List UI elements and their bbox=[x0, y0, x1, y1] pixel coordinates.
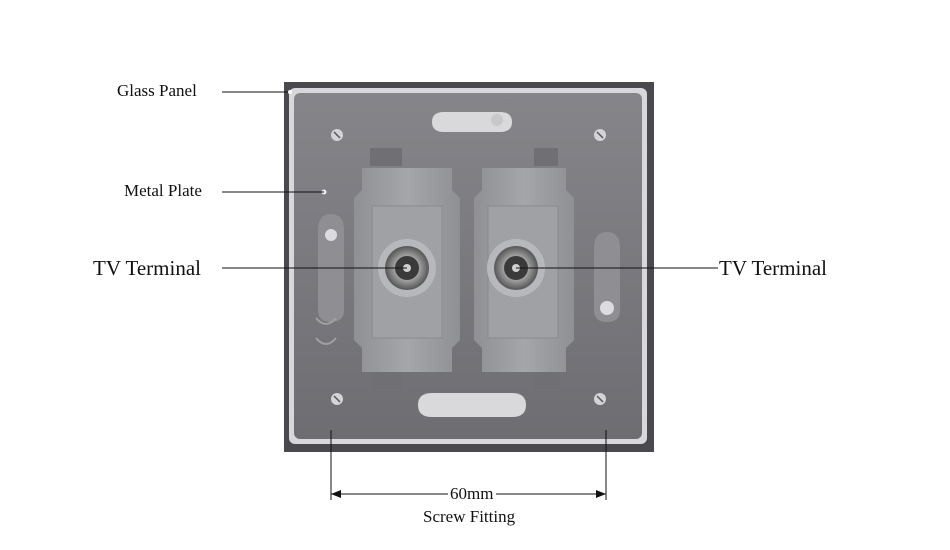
dimension-label: 60mm bbox=[450, 484, 494, 503]
tv-terminal-right-label: TV Terminal bbox=[719, 256, 827, 280]
screw-fitting-label: Screw Fitting bbox=[423, 507, 516, 526]
tv-terminal-left-label: TV Terminal bbox=[93, 256, 201, 280]
metal-plate bbox=[294, 93, 642, 439]
glass-panel-label: Glass Panel bbox=[117, 81, 197, 100]
dimension-lines bbox=[330, 430, 607, 500]
top-slot-hole bbox=[491, 114, 503, 126]
tv-module-left bbox=[354, 148, 460, 390]
right-keyhole bbox=[594, 232, 620, 322]
leader-lines bbox=[222, 91, 718, 269]
tv-module-right bbox=[474, 148, 574, 390]
metal-plate-label: Metal Plate bbox=[124, 181, 202, 200]
bottom-slot bbox=[418, 393, 526, 417]
